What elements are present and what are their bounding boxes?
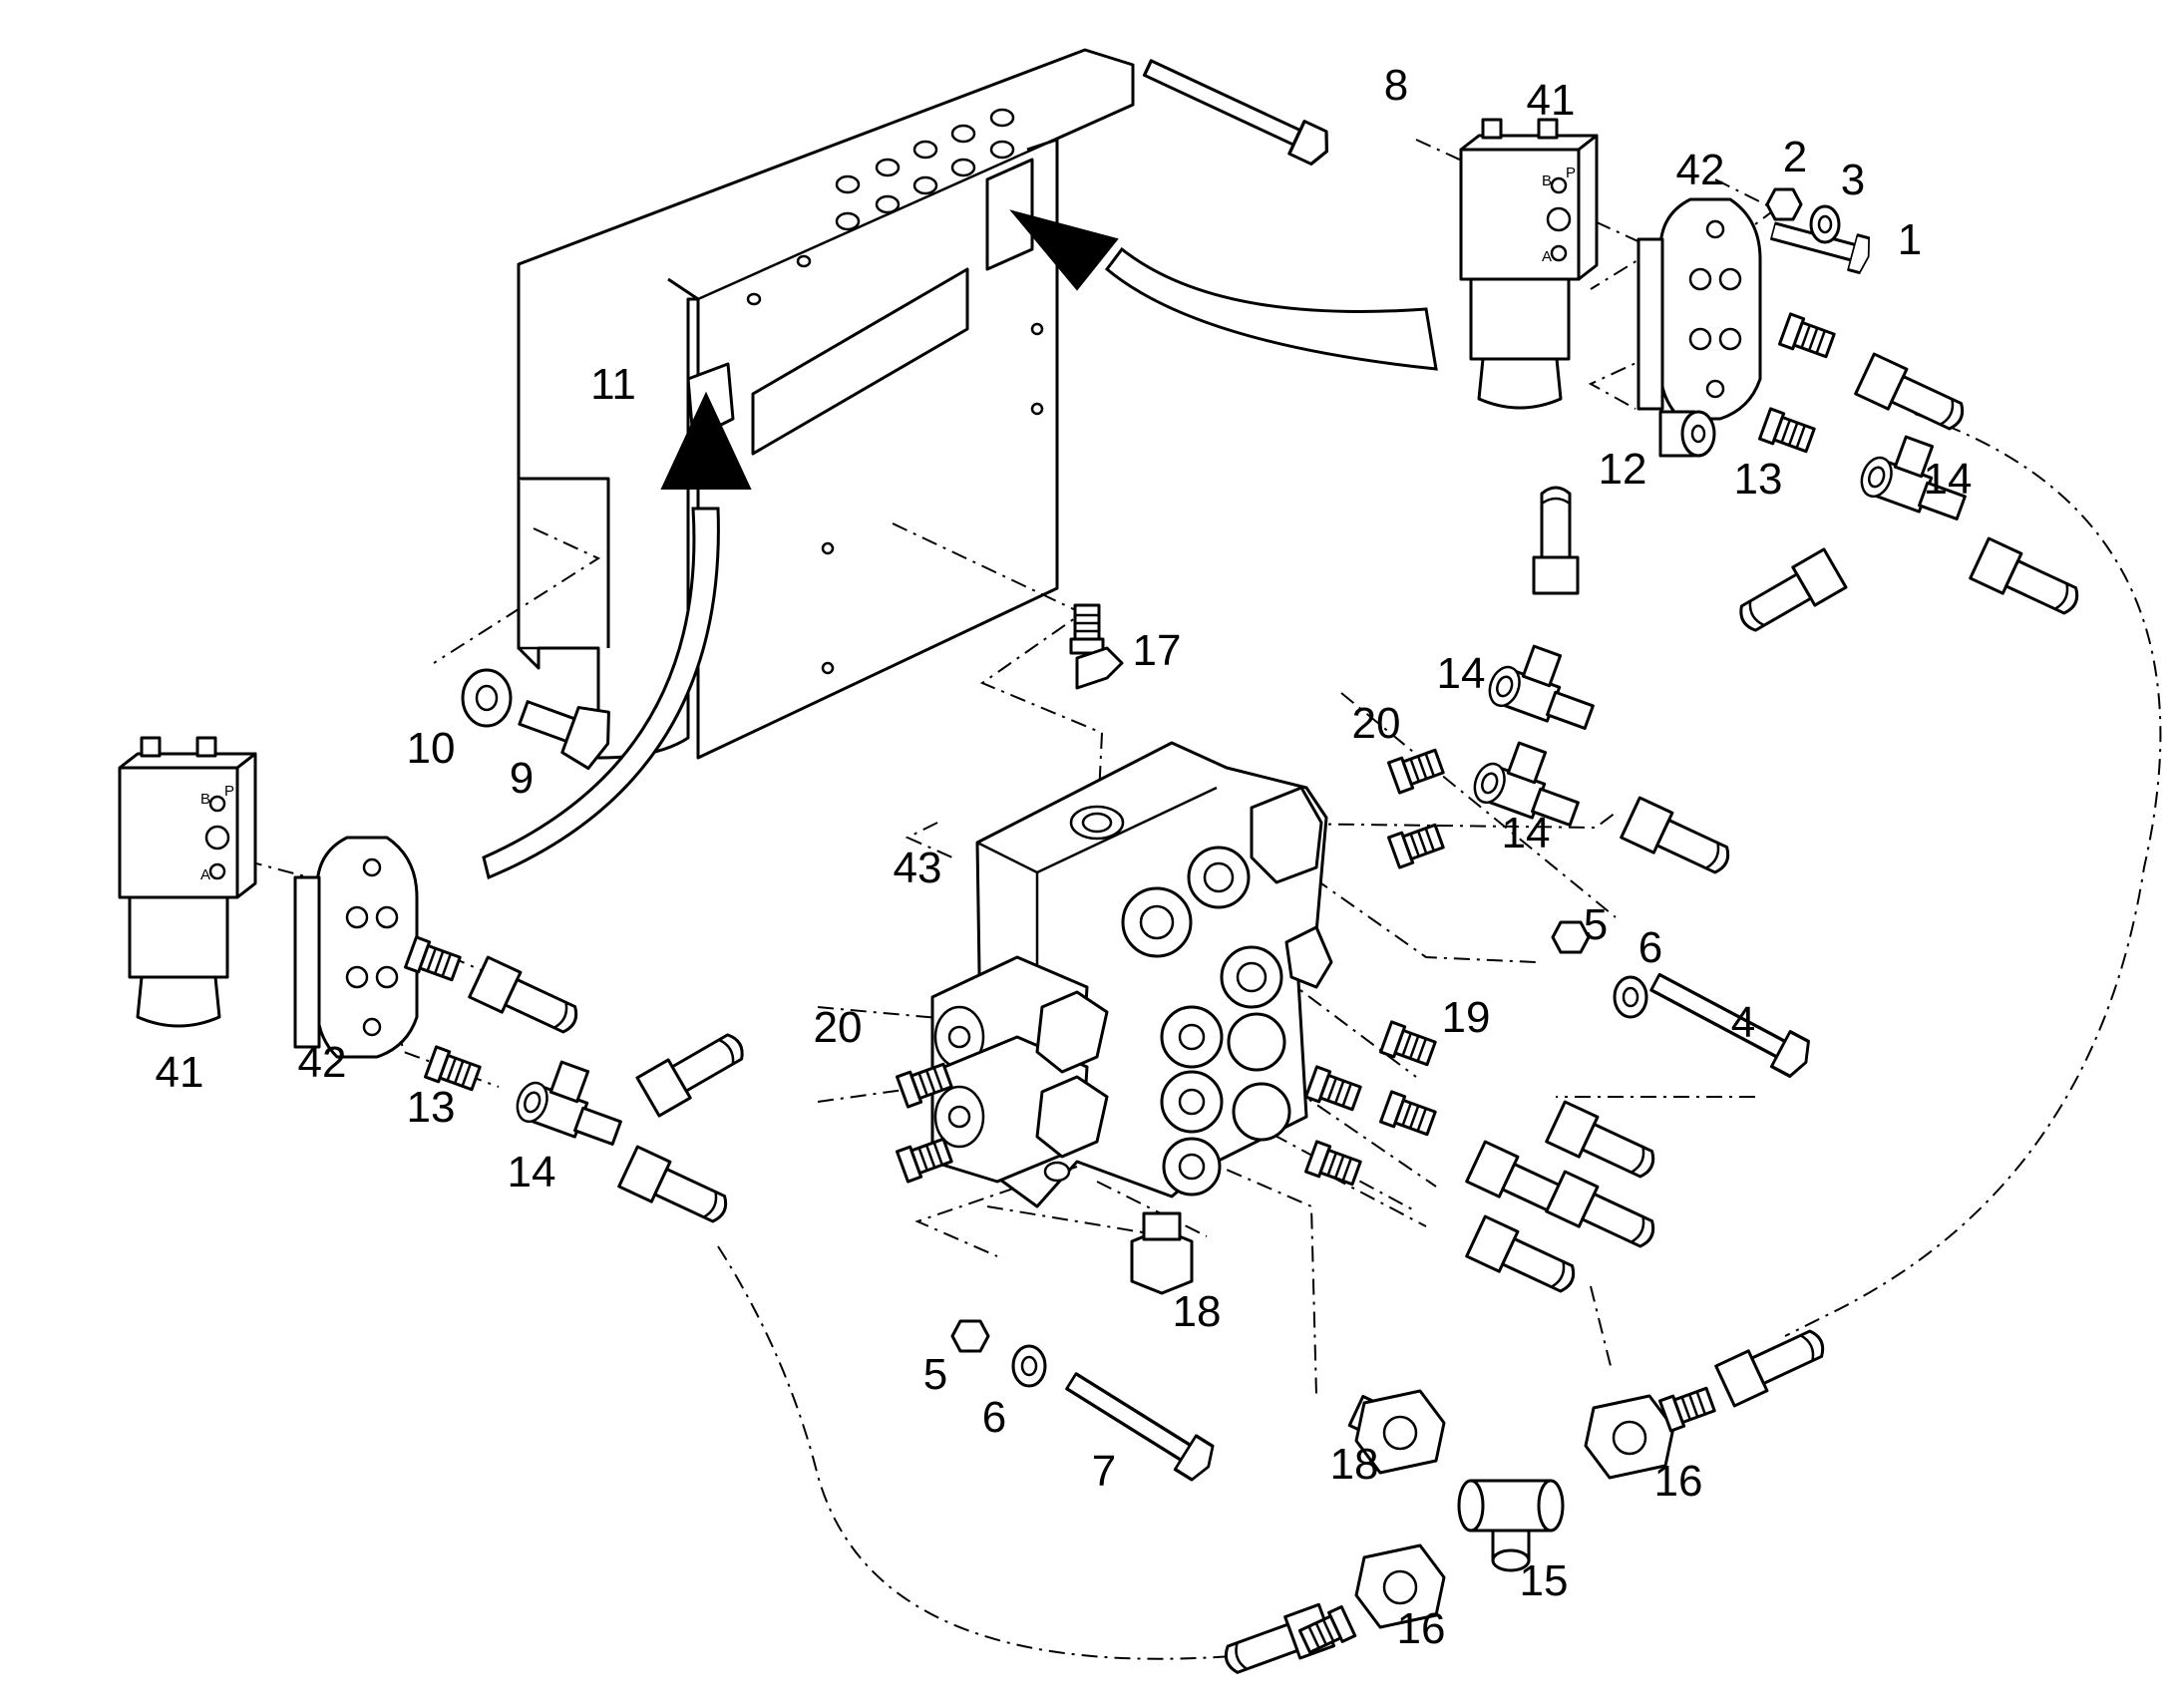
bolt-7 xyxy=(1059,1362,1221,1486)
mounting-plate-42-right xyxy=(1636,197,1762,421)
part-labels: 1 2 3 4 5 5 6 6 7 8 9 10 11 12 13 13 14 … xyxy=(156,61,1973,1653)
label-5-lower: 5 xyxy=(923,1350,947,1399)
label-20-left: 20 xyxy=(814,1003,863,1052)
label-9: 9 xyxy=(510,754,534,803)
solenoid-valve-41-left: B P A xyxy=(118,736,257,1028)
assembly-arrow-right xyxy=(1009,209,1438,371)
label-43: 43 xyxy=(894,844,942,892)
washers-nuts xyxy=(461,187,1841,1388)
label-7: 7 xyxy=(1092,1447,1116,1496)
svg-text:B: B xyxy=(200,791,210,808)
hose-right-upper xyxy=(1854,352,1972,441)
fitting-20-mid xyxy=(1387,820,1447,869)
fitting-13-right xyxy=(1758,407,1818,457)
fitting-17-hex xyxy=(1075,646,1124,690)
label-19: 19 xyxy=(1442,993,1491,1042)
label-42-left: 42 xyxy=(298,1038,347,1087)
label-11: 11 xyxy=(590,360,636,409)
bracket-11 xyxy=(517,48,1135,760)
label-16: 16 xyxy=(1654,1457,1703,1506)
label-16-lower: 16 xyxy=(1397,1604,1446,1653)
label-13: 13 xyxy=(1734,455,1783,504)
tee-15 xyxy=(1457,1479,1565,1572)
hose-right-tee xyxy=(1730,547,1848,642)
label-6: 6 xyxy=(1638,923,1662,972)
hose-left-lower xyxy=(617,1145,735,1233)
label-5: 5 xyxy=(1584,900,1608,949)
label-12: 12 xyxy=(1599,445,1647,494)
fitting-20-upper xyxy=(1387,745,1447,795)
control-valve-43 xyxy=(930,741,1333,1208)
label-41: 41 xyxy=(1527,76,1576,125)
label-1: 1 xyxy=(1898,215,1922,264)
tee-14-upper xyxy=(1483,635,1608,738)
hose-mid xyxy=(1620,796,1737,884)
fitting-a xyxy=(1304,1065,1364,1115)
label-20: 20 xyxy=(1352,699,1401,748)
label-6-lower: 6 xyxy=(982,1393,1006,1442)
fitting-c xyxy=(1304,1140,1364,1190)
fitting-17 xyxy=(1069,603,1105,655)
label-15: 15 xyxy=(1520,1556,1569,1605)
hose-g xyxy=(1545,1170,1662,1258)
bolt-9 xyxy=(518,700,610,771)
label-13-left: 13 xyxy=(407,1083,456,1132)
hose-right-far xyxy=(1969,536,2086,625)
label-14-left: 14 xyxy=(508,1148,556,1196)
fitting-20-left-b xyxy=(896,1134,955,1184)
label-14-upper: 14 xyxy=(1437,649,1486,698)
fitting-b xyxy=(1379,1090,1439,1140)
svg-text:P: P xyxy=(1566,165,1576,181)
label-18: 18 xyxy=(1173,1287,1222,1336)
solenoid-valve-41-right: B P A xyxy=(1459,118,1599,410)
mounting-plate-42-left xyxy=(293,836,419,1059)
label-2: 2 xyxy=(1783,133,1807,181)
fitting-19 xyxy=(1379,1020,1439,1070)
assembly-lines xyxy=(213,139,2162,1660)
fitting-13-right-upper xyxy=(1778,312,1838,362)
hose-bottom-right xyxy=(1714,1319,1832,1408)
label-14-mid: 14 xyxy=(1502,809,1551,857)
bolt-8 xyxy=(1138,50,1336,170)
label-17: 17 xyxy=(1133,626,1182,675)
label-10: 10 xyxy=(407,724,456,773)
plug-12 xyxy=(1658,410,1716,458)
svg-text:P: P xyxy=(224,783,234,800)
svg-text:B: B xyxy=(1542,172,1552,189)
label-8: 8 xyxy=(1384,61,1408,110)
label-18-lower: 18 xyxy=(1330,1440,1379,1489)
label-42: 42 xyxy=(1676,146,1725,194)
label-4: 4 xyxy=(1731,998,1755,1047)
hose-upper-vertical xyxy=(1532,486,1580,595)
hose-left-upper xyxy=(468,955,585,1044)
assembly-arrow-left xyxy=(482,391,752,880)
svg-text:A: A xyxy=(200,866,210,883)
hose-left-tee xyxy=(635,1023,753,1118)
svg-text:A: A xyxy=(1542,248,1552,265)
hose-h xyxy=(1465,1214,1583,1303)
label-14: 14 xyxy=(1924,455,1973,504)
label-41-left: 41 xyxy=(156,1048,204,1097)
tee-14-left xyxy=(511,1051,635,1154)
plug-18-lower xyxy=(1130,1211,1194,1295)
label-3: 3 xyxy=(1841,156,1865,204)
